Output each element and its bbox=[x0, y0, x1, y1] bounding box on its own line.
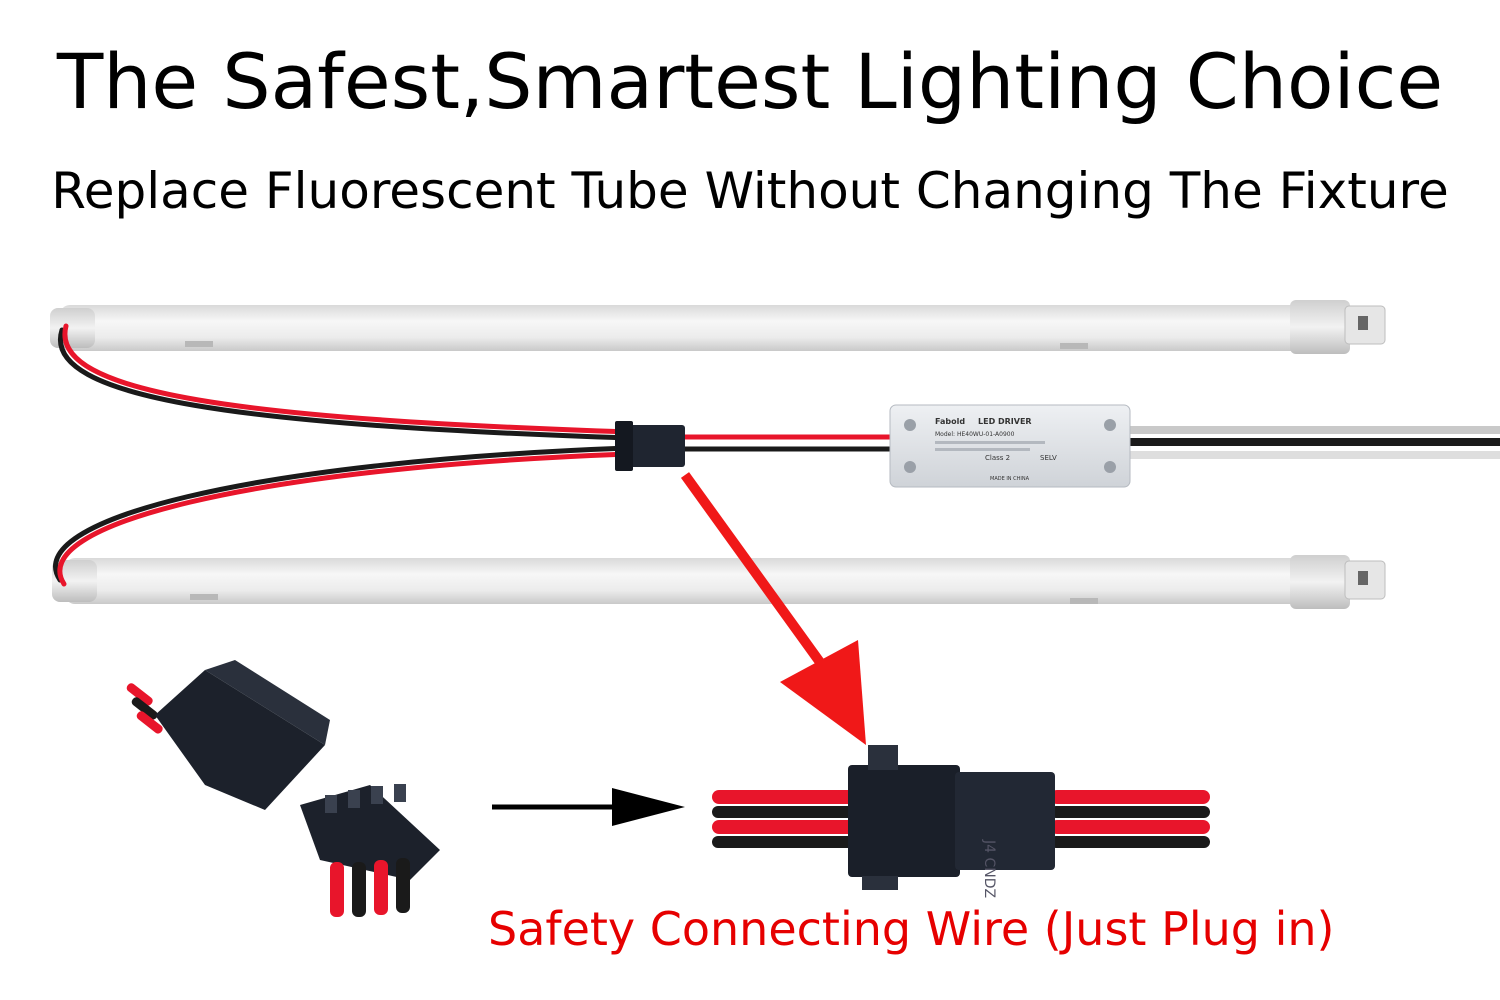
connector-marking: J4 CNDZ bbox=[981, 839, 997, 898]
caption: Safety Connecting Wire (Just Plug in) bbox=[488, 902, 1335, 956]
red-arrow bbox=[680, 472, 866, 745]
led-tube-top bbox=[50, 300, 1386, 354]
driver-selv: SELV bbox=[1040, 454, 1057, 462]
subheadline: Replace Fluorescent Tube Without Changin… bbox=[51, 162, 1449, 220]
connecting-wires bbox=[53, 323, 1500, 587]
led-tube-bottom bbox=[52, 555, 1386, 609]
connector-separated bbox=[126, 660, 440, 917]
driver-model: Model: HE40WU-01-A0900 bbox=[935, 431, 1015, 438]
driver-origin: MADE IN CHINA bbox=[990, 476, 1030, 482]
black-arrow bbox=[492, 788, 685, 826]
inline-connector bbox=[615, 421, 685, 471]
driver-brand: Fabold bbox=[935, 417, 965, 426]
connector-joined: J4 CNDZ bbox=[712, 745, 1210, 898]
headline: The Safest,Smartest Lighting Choice bbox=[56, 37, 1444, 126]
led-driver: Fabold LED DRIVER Model: HE40WU-01-A0900… bbox=[889, 404, 1131, 488]
driver-title: LED DRIVER bbox=[978, 417, 1032, 426]
driver-class: Class 2 bbox=[985, 454, 1010, 462]
